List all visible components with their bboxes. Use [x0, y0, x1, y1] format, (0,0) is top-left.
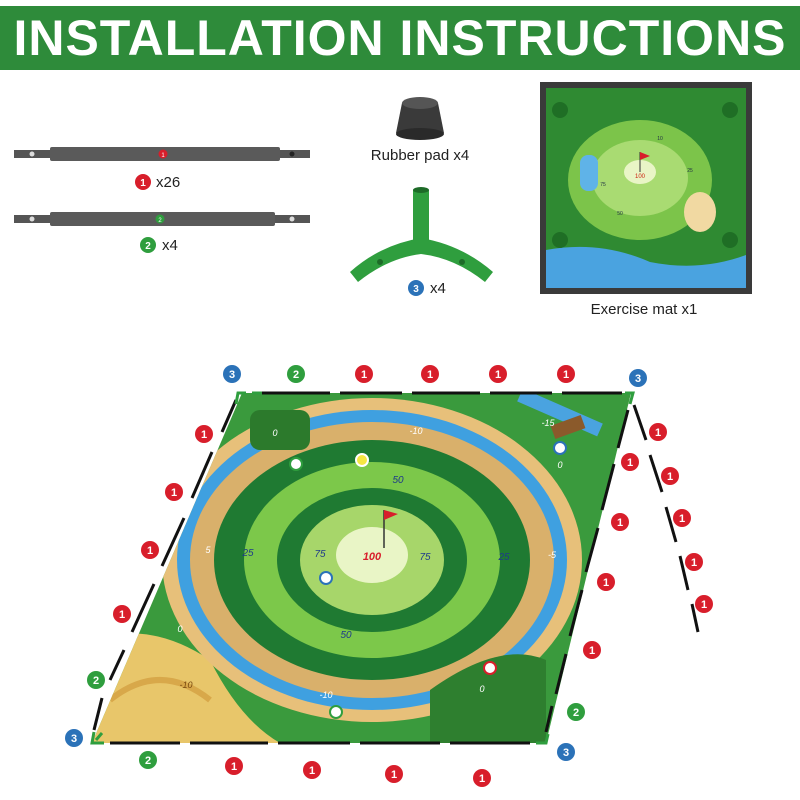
- svg-text:3: 3: [71, 733, 77, 745]
- connector-icon: [350, 187, 493, 282]
- title-banner: INSTALLATION INSTRUCTIONS: [0, 6, 800, 70]
- svg-text:1: 1: [667, 471, 673, 483]
- rubber-pad-label: Rubber pad x4: [371, 147, 469, 164]
- svg-text:1: 1: [427, 369, 433, 381]
- svg-text:1: 1: [655, 427, 661, 439]
- svg-text:-10: -10: [409, 426, 422, 436]
- svg-text:-10: -10: [179, 680, 192, 690]
- golf-mat: 100 75 75 50 50 25 25 -10 -15 -10 -5 5 0…: [92, 393, 631, 743]
- svg-text:1: 1: [171, 487, 177, 499]
- svg-text:50: 50: [617, 211, 623, 217]
- rod-2: 2: [14, 212, 310, 226]
- svg-text:1: 1: [140, 178, 146, 189]
- svg-text:1: 1: [679, 513, 685, 525]
- svg-text:-10: -10: [319, 690, 332, 700]
- svg-text:25: 25: [687, 168, 693, 174]
- svg-text:0: 0: [272, 428, 277, 438]
- score-100: 100: [363, 551, 382, 563]
- rod-1-count: x26: [156, 174, 180, 191]
- rod-2-marker: 2: [140, 237, 156, 253]
- assembly-markers: 3 2 1 1 1 1 3 1 1 1 1 2 3 1 1 1 1 2 3 1 …: [65, 365, 713, 787]
- svg-text:1: 1: [147, 545, 153, 557]
- rod-2-count: x4: [162, 237, 178, 254]
- svg-text:5: 5: [205, 545, 211, 555]
- svg-text:3: 3: [563, 747, 569, 759]
- svg-text:1: 1: [479, 773, 485, 785]
- assembly-diagram: 100 75 75 50 50 25 25 -10 -15 -10 -5 5 0…: [65, 365, 713, 787]
- rod-1: 1: [14, 147, 310, 161]
- svg-text:-5: -5: [548, 550, 557, 560]
- svg-text:3: 3: [229, 369, 235, 381]
- svg-text:1: 1: [391, 769, 397, 781]
- svg-text:1: 1: [617, 517, 623, 529]
- score-75-right: 75: [419, 552, 431, 563]
- svg-text:1: 1: [589, 645, 595, 657]
- connector-marker: 3: [408, 280, 424, 296]
- svg-text:1: 1: [627, 457, 633, 469]
- svg-text:1: 1: [201, 429, 207, 441]
- svg-text:0: 0: [177, 624, 182, 634]
- svg-text:1: 1: [119, 609, 125, 621]
- svg-text:1: 1: [563, 369, 569, 381]
- frame-rods: [92, 391, 700, 745]
- svg-text:3: 3: [635, 373, 641, 385]
- parts-illustration: 1 1 x26 2 2 x4 Rubber pad x4 3 x4: [14, 82, 752, 318]
- svg-text:2: 2: [145, 755, 151, 767]
- svg-text:2: 2: [158, 218, 162, 224]
- exercise-mat-label: Exercise mat x1: [591, 301, 698, 318]
- svg-text:1: 1: [691, 557, 697, 569]
- svg-text:1: 1: [701, 599, 707, 611]
- rod-1-marker: 1: [135, 174, 151, 190]
- svg-text:0: 0: [479, 684, 484, 694]
- svg-text:1: 1: [361, 369, 367, 381]
- exercise-mat-preview: 100 75 50 25 10: [540, 82, 752, 294]
- svg-text:2: 2: [145, 241, 151, 252]
- score-25-right: 25: [497, 552, 510, 563]
- svg-text:1: 1: [309, 765, 315, 777]
- svg-text:75: 75: [600, 182, 606, 188]
- svg-text:2: 2: [573, 707, 579, 719]
- svg-text:1: 1: [603, 577, 609, 589]
- connector-count: x4: [430, 280, 446, 297]
- svg-text:1: 1: [161, 153, 165, 159]
- svg-text:-15: -15: [541, 418, 555, 428]
- page-title: INSTALLATION INSTRUCTIONS: [13, 10, 787, 66]
- score-75-left: 75: [314, 549, 326, 560]
- svg-text:100: 100: [635, 174, 646, 180]
- svg-text:2: 2: [293, 369, 299, 381]
- svg-text:1: 1: [231, 761, 237, 773]
- score-50-top: 50: [392, 475, 404, 486]
- svg-text:3: 3: [413, 284, 419, 295]
- score-50-bottom: 50: [340, 630, 352, 641]
- svg-text:0: 0: [557, 460, 562, 470]
- svg-text:2: 2: [93, 675, 99, 687]
- rubber-pad-icon: [396, 97, 444, 140]
- corner-connectors: [90, 391, 635, 745]
- svg-text:1: 1: [495, 369, 501, 381]
- score-25-left: 25: [241, 548, 254, 559]
- svg-text:10: 10: [657, 136, 663, 142]
